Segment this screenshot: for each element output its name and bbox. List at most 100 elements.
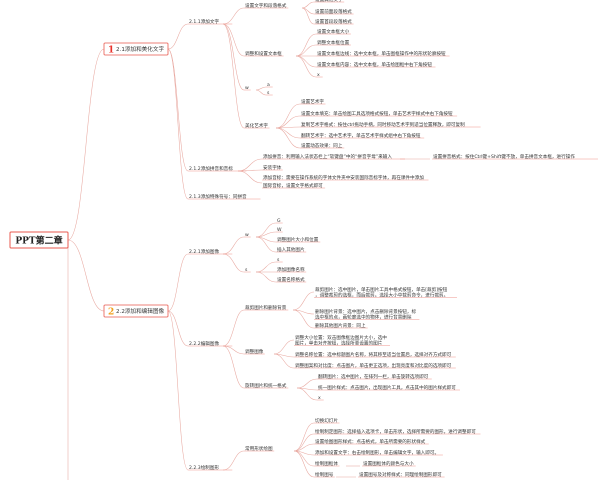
- section-number-badge: 2: [108, 308, 114, 318]
- leaf-node[interactable]: 调整文本框位置: [316, 39, 351, 46]
- leaf-node[interactable]: 添加和设置文字：右击绘制图形，单击编辑文字，输入即可。: [314, 449, 443, 456]
- leaf-node[interactable]: a: [266, 83, 273, 88]
- leaf-node[interactable]: x: [316, 73, 323, 78]
- node-label: 复制艺术字格式：按住ctrl拖动手柄，同时移动艺术字到适当位置释放，即可复制: [301, 121, 465, 128]
- leaf-node[interactable]: s: [266, 91, 273, 96]
- topic-w-node[interactable]: w: [244, 233, 251, 238]
- topic-rotate-node[interactable]: 旋转图片和统一格式: [244, 382, 289, 389]
- leaf-node[interactable]: 调整名称位置：选中标题图片名称，将其移至适当位置后，选择对齐方式即可: [294, 351, 456, 358]
- leaf-node[interactable]: 设置图框体的颜色与大小: [362, 460, 416, 467]
- node-label-continued: ，调整裁剪的选框，而后裁剪。选择大小中裁剪命令，进行裁剪。: [315, 291, 448, 298]
- leaf-node[interactable]: 设置其他文字: [314, 0, 345, 3]
- topic-font-node[interactable]: 安装字体: [262, 164, 283, 171]
- node-label: 添加音标：需要在操作系统的字体文件夹中安装国际音标字体，再在课件中添加: [263, 174, 424, 181]
- topic-pinyin-node[interactable]: 添加拼音：利用输入法状态栏上“软键盘”中的“拼音字母”来输入: [262, 153, 405, 160]
- node-label: 调整图像: [245, 348, 264, 355]
- node-label: 裁剪图片和删除背景: [245, 304, 287, 311]
- topic-wordart-node[interactable]: 美化艺术字: [244, 122, 270, 129]
- leaf-node[interactable]: 设置前面段落格式: [314, 8, 354, 15]
- root-node[interactable]: PPT第二章: [9, 231, 69, 249]
- node-label: 2.2.2编辑图像: [189, 340, 219, 347]
- leaf-node[interactable]: 翻转图片：选中图片，在排列一栏，单击旋转选项即可: [317, 373, 432, 380]
- leaf-node[interactable]: 设置绘图图形样式：点击格式，单击所需要的形状样式: [314, 438, 429, 445]
- node-label-continued: 图片，单击对齐按钮，选择所要设置的图片: [295, 339, 383, 346]
- node-label: x: [318, 396, 321, 401]
- topic-shapes-node[interactable]: 常用形状绘图: [244, 445, 275, 452]
- leaf-node[interactable]: 翻转艺术字：选中艺术字，单击艺术字样式组中右下角按钮: [300, 132, 425, 139]
- node-label: 2.1.3添加特殊符号：同拼音: [189, 193, 247, 200]
- leaf-node[interactable]: 设置图号及对称样式：同理绘制图形即可: [358, 471, 445, 478]
- leaf-node[interactable]: 绘制制定图形：选择插入选项卡，单击形状，选择所需要的图形，进行调整即可: [314, 428, 481, 435]
- node-label: 国际音标，设置文字格式即可: [263, 182, 323, 189]
- section-2-2-node[interactable]: 2 2.2添加和编辑图像: [103, 304, 169, 318]
- leaf-node[interactable]: 添加音标：需要在操作系统的字体文件夹中安装国际音标字体，再在课件中添加: [262, 174, 429, 181]
- node-label: 翻转艺术字：选中艺术字，单击艺术字样式组中右下角按钮: [301, 132, 421, 139]
- node-label: 裁剪图片：选中图片，单击图片工具中格式按钮，单击[裁剪]按钮: [315, 286, 448, 293]
- leaf-node[interactable]: 国际音标，设置文字格式即可: [262, 182, 326, 189]
- node-label: 设置文本框大小: [317, 28, 350, 35]
- node-label: 设置文字和段落格式: [245, 2, 287, 9]
- leaf-node[interactable]: 裁剪图片：选中图片，单击图片工具中格式按钮，单击[裁剪]按钮，调整裁剪的选框，而…: [314, 286, 457, 299]
- leaf-node[interactable]: 统一图片样式：点击图片，出现图片工具，点击其中的图片样式即可: [317, 384, 460, 391]
- topic-2-2-2-node[interactable]: 2.2.2编辑图像: [188, 340, 233, 347]
- node-label: 设置文本框内容：选中文本框，单击绘图框中右下角按钮: [317, 61, 432, 68]
- leaf-node[interactable]: 设置文本框大小: [316, 28, 351, 35]
- node-label: 调整名称位置：选中标题图片名称，将其移至适当位置后，选择对齐方式即可: [295, 351, 452, 358]
- leaf-node[interactable]: 设置动态效果：同上: [300, 142, 345, 149]
- node-label: 添加图像名称: [277, 266, 305, 273]
- topic-2-1-3-node[interactable]: 2.1.3添加特殊符号：同拼音: [188, 193, 261, 200]
- topic-2-1-1-node[interactable]: 2.1.1添加文字: [188, 18, 233, 25]
- node-label: 设置文本框边线：选中文本框，单击图框操作中的形状轮廓按钮: [317, 50, 446, 57]
- node-label: 设置名称格式: [277, 276, 305, 283]
- node-label: 切换幻灯片: [315, 417, 338, 424]
- leaf-node[interactable]: 绘制图框体: [314, 460, 340, 467]
- section-2-1-node[interactable]: 1 1 2.1添加和美化文字: [103, 42, 169, 56]
- leaf-node[interactable]: G: [276, 218, 283, 224]
- node-label: 调整图片大小和位置: [277, 236, 319, 243]
- topic-2-1-2-node[interactable]: 2.1.2添加拼音和音标: [188, 165, 247, 172]
- leaf-node[interactable]: 设置文本填充：单击绘图工具选项格式按钮，单击艺术字样式中右下角按钮: [300, 110, 458, 117]
- node-label: 旋转图片和统一格式: [245, 382, 287, 389]
- topic-2-2-3-node[interactable]: 2.2.3绘制图形: [188, 464, 233, 471]
- leaf-node[interactable]: 调整大小位置：双击图像框边图片大小，选中图片，单击对齐按钮，选择所要设置的图片: [294, 334, 390, 347]
- leaf-node[interactable]: 设置拼音格式：按住Ctrl键+Shift键不放，单击拼音文本框，进行操作: [432, 153, 598, 160]
- leaf-node[interactable]: 复制艺术字格式：按住ctrl拖动手柄，同时移动艺术字到适当位置释放，即可复制: [300, 121, 481, 128]
- topic-adjust-node[interactable]: 调整图像: [244, 348, 265, 355]
- leaf-node[interactable]: 调整图片大小和位置: [276, 236, 321, 243]
- leaf-node[interactable]: 添加图像名称: [276, 266, 307, 273]
- leaf-node[interactable]: 设置首段段落格式: [314, 18, 354, 25]
- leaf-node[interactable]: 删除其他图片背景：同上: [314, 322, 368, 329]
- section-label: 2.2添加和编辑图像: [116, 307, 164, 315]
- leaf-node[interactable]: s: [276, 258, 283, 263]
- node-label: 设置前面段落格式: [315, 8, 352, 15]
- node-label: 翻转图片：选中图片，在排列一栏，单击旋转选项即可: [318, 373, 429, 380]
- node-label: 统一图片样式：点击图片，出现图片工具，点击其中的图片样式即可: [318, 384, 456, 391]
- leaf-node[interactable]: W: [276, 227, 283, 233]
- root-title: PPT第二章: [15, 235, 62, 247]
- leaf-node[interactable]: 插入其他图片: [276, 246, 307, 253]
- node-label: 常用形状绘图: [245, 445, 273, 452]
- leaf-node[interactable]: 切换幻灯片: [314, 417, 340, 424]
- leaf-node[interactable]: x: [317, 396, 324, 401]
- leaf-node[interactable]: 设置艺术字: [300, 98, 326, 105]
- node-label: 调整和设置文本框: [245, 50, 282, 57]
- node-label: a: [267, 83, 270, 88]
- leaf-node[interactable]: 设置文本框内容：选中文本框，单击绘图框中右下角按钮: [316, 61, 436, 68]
- leaf-node[interactable]: 设置文本框边线：选中文本框，单击图框操作中的形状轮廓按钮: [316, 50, 450, 57]
- leaf-node[interactable]: 调整图案和对比度：点击图片，单击更正选项，出现亮度和对比度的选项即可: [294, 362, 456, 369]
- topic-s-node[interactable]: s: [244, 268, 251, 273]
- topic-2-2-1-node[interactable]: 2.2.1添加图像: [188, 248, 233, 255]
- node-label: 调整图案和对比度：点击图片，单击更正选项，出现亮度和对比度的选项即可: [295, 362, 452, 369]
- node-label: s: [267, 91, 270, 96]
- leaf-node[interactable]: 删除图片背景：选中图片，点击删除背景按钮，标选中框的点，画轮廓选中的物体，进行背…: [314, 308, 420, 321]
- topic-crop-node[interactable]: 裁剪图片和删除背景: [244, 304, 289, 311]
- leaf-node[interactable]: 绘制图号: [314, 471, 335, 478]
- leaf-node[interactable]: 设置名称格式: [276, 276, 307, 283]
- node-label: 插入其他图片: [277, 246, 305, 253]
- node-label: 删除图片背景：选中图片，点击删除背景按钮，标: [315, 308, 416, 315]
- node-label: 调整大小位置：双击图像框边图片大小，选中: [295, 334, 387, 341]
- topic-text-format-node[interactable]: 设置文字和段落格式: [244, 2, 289, 9]
- section-number-badge: 1: [108, 46, 114, 56]
- topic-w-node[interactable]: w: [244, 86, 251, 91]
- topic-textbox-node[interactable]: 调整和设置文本框: [244, 50, 284, 57]
